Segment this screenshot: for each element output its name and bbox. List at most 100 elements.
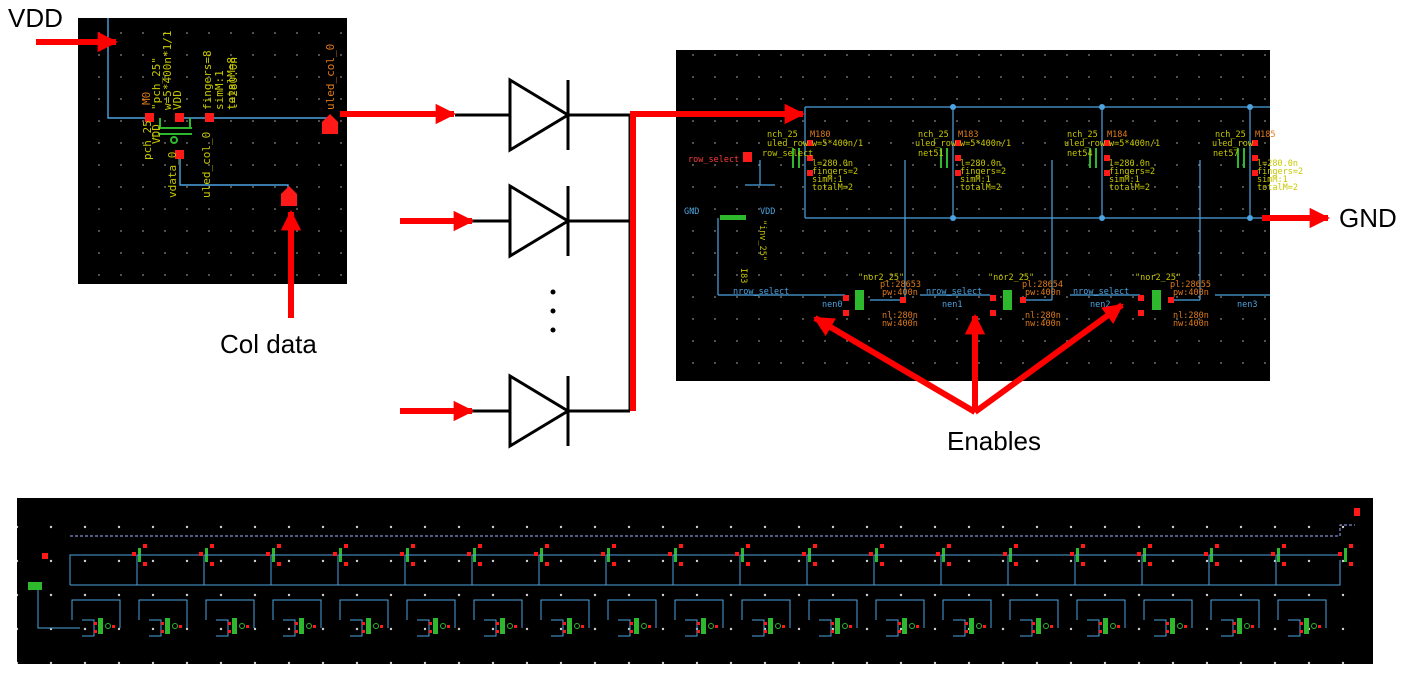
array-cell-wire (404, 554, 467, 585)
nor2-nl: nl:280n (1173, 311, 1209, 321)
array-cell-nmos (1344, 548, 1347, 562)
array-cell-pin (764, 622, 767, 625)
array-cell-nor-bubble (1244, 623, 1250, 629)
m180-net: row_select (762, 149, 813, 159)
m184-w: w=5*400n/1 (1109, 139, 1160, 149)
gnd-label: GND (1339, 203, 1397, 233)
nor0-input: nrow_select (733, 287, 789, 297)
array-cell-nor-input (417, 619, 430, 637)
array-top-bus (70, 524, 1355, 537)
array-cell-pin (1300, 630, 1303, 633)
array-cell-pin (362, 622, 365, 625)
array-cell-pin (1349, 544, 1353, 548)
array-cell-pin (764, 630, 767, 633)
pin-vdata: vdata_0 (166, 152, 179, 198)
m185-net: net57 (1213, 149, 1239, 159)
pixel-schematic-grid (78, 18, 347, 284)
m184-gate: uled_row (1064, 139, 1106, 149)
array-cell-pin (1099, 622, 1102, 625)
m184-l: l=280.0n (1109, 159, 1150, 169)
m180-total: totalM=2 (812, 183, 853, 193)
device-model: "pch_25" (150, 57, 163, 110)
pin-uled-col: uled_col_0 (200, 132, 213, 198)
array-cell-pin (746, 562, 750, 566)
cathode-arrow (630, 103, 806, 411)
array-cell-pin (400, 552, 404, 556)
array-cell-nor-bubble (574, 623, 580, 629)
array-cell-nor-bubble (1177, 623, 1183, 629)
m180-fingers: fingers=2 (812, 167, 858, 177)
nor1-input: nrow_select (926, 287, 982, 297)
array-cell-pin (411, 562, 415, 566)
m184-fingers: fingers=2 (1109, 167, 1155, 177)
array-cell-pin (869, 552, 873, 556)
array-cell-nor (433, 618, 438, 634)
array-cell-pin (746, 544, 750, 548)
array-cell-wire (1275, 554, 1338, 585)
array-cell-nor-input (819, 619, 832, 637)
m184-name: M184 (1107, 130, 1127, 140)
row-pins (743, 140, 1258, 316)
array-cell-pin (601, 552, 605, 556)
m180-sim: simM:1 (812, 175, 843, 185)
array-cell-nor-input (618, 619, 631, 637)
array-cell-wire (940, 554, 1003, 585)
array-cell-pin (983, 625, 986, 628)
array-cell-nor (902, 618, 907, 634)
array-cell-pin (831, 622, 834, 625)
array-cell-pin (1282, 562, 1286, 566)
array-cell-pin (612, 544, 616, 548)
array-cell-nor-wire (607, 599, 657, 628)
array-cell-pin (333, 552, 337, 556)
device-param-total: totalM=8 (225, 57, 238, 110)
array-cell-pin (1166, 622, 1169, 625)
array-cell-pin (1318, 625, 1321, 628)
array-cell-pin (362, 630, 365, 633)
array-cell-nor-input (551, 619, 564, 637)
array-cell-pin (246, 625, 249, 628)
array-cell-pin (161, 630, 164, 633)
array-cell-nor-bubble (105, 623, 111, 629)
array-cell-pin (715, 625, 718, 628)
m185-gate: uled_row (1212, 139, 1254, 149)
array-cell-wire (605, 554, 668, 585)
array-cell-pin (1215, 562, 1219, 566)
array-cell-pin (295, 622, 298, 625)
array-cell-pin (94, 622, 97, 625)
array-cell-pin (344, 544, 348, 548)
array-cell-nor-bubble (507, 623, 513, 629)
m185-name: M185 (1255, 130, 1275, 140)
array-cell-wire (69, 554, 132, 585)
array-cell-pin (630, 630, 633, 633)
m185-fingers: fingers=2 (1257, 167, 1303, 177)
array-cell-pin (1050, 625, 1053, 628)
annotation-arrows (36, 31, 1331, 422)
array-cell-nor-input (82, 619, 95, 637)
device-param-fingers: fingers=8 (201, 50, 214, 110)
m185-l: l=280.0n (1257, 159, 1298, 169)
array-cell-nor-wire (942, 599, 992, 628)
array-cell-nor (768, 618, 773, 634)
row-vdd-pin: VDD (760, 207, 775, 217)
array-cell-nor-input (953, 619, 966, 637)
enables-label: Enables (947, 426, 1041, 456)
array-cell-nor-bubble (373, 623, 379, 629)
nor1-id: pl:28654 (1022, 280, 1063, 290)
array-cell-nor-wire (339, 599, 389, 628)
array-cell-pin (295, 630, 298, 633)
array-cell-pin (534, 552, 538, 556)
array-cell-pin (563, 622, 566, 625)
array-cell-pin (697, 630, 700, 633)
row-driver-array-schematic (17, 498, 1373, 664)
array-cell-pin (143, 562, 147, 566)
nor2-nw: nw:400n (1173, 319, 1209, 329)
nor2-enable: nen2 (1090, 300, 1110, 310)
diode-3 (455, 373, 630, 449)
nor1-nw: nw:400n (1025, 319, 1061, 329)
array-cell-nor (1170, 618, 1175, 634)
array-cell-pin (161, 622, 164, 625)
output-label: uled_col_0 (324, 44, 337, 110)
array-cell-pin (679, 562, 683, 566)
array-cell-nor-wire (205, 599, 255, 628)
array-cell-pin (228, 622, 231, 625)
